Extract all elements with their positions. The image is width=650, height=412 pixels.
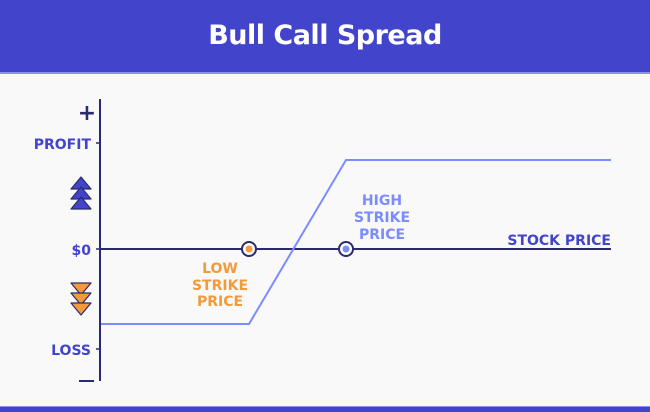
loss-label: LOSS (51, 343, 91, 359)
svg-text:PRICE: PRICE (359, 227, 405, 243)
svg-text:STRIKE: STRIKE (192, 278, 248, 294)
page-title: Bull Call Spread (208, 20, 442, 51)
high-strike-annotation: HIGH STRIKE PRICE (354, 193, 410, 243)
high-strike-marker (338, 241, 354, 257)
svg-text:STRIKE: STRIKE (354, 210, 410, 226)
payoff-line (101, 159, 611, 325)
triple-down-triangles-icon (70, 282, 92, 316)
stock-price-label: STOCK PRICE (507, 233, 611, 249)
svg-text:LOW: LOW (202, 261, 238, 277)
low-strike-annotation: LOW STRIKE PRICE (192, 261, 248, 310)
low-strike-marker (241, 241, 257, 257)
svg-text:PRICE: PRICE (197, 294, 243, 310)
triple-up-triangles-icon (70, 176, 92, 210)
footer-bar (0, 406, 650, 412)
svg-text:HIGH: HIGH (362, 193, 402, 209)
zero-label: $0 (72, 243, 92, 259)
plus-symbol: + (78, 101, 96, 126)
profit-label: PROFIT (34, 137, 92, 153)
header-bar: Bull Call Spread (0, 0, 650, 74)
